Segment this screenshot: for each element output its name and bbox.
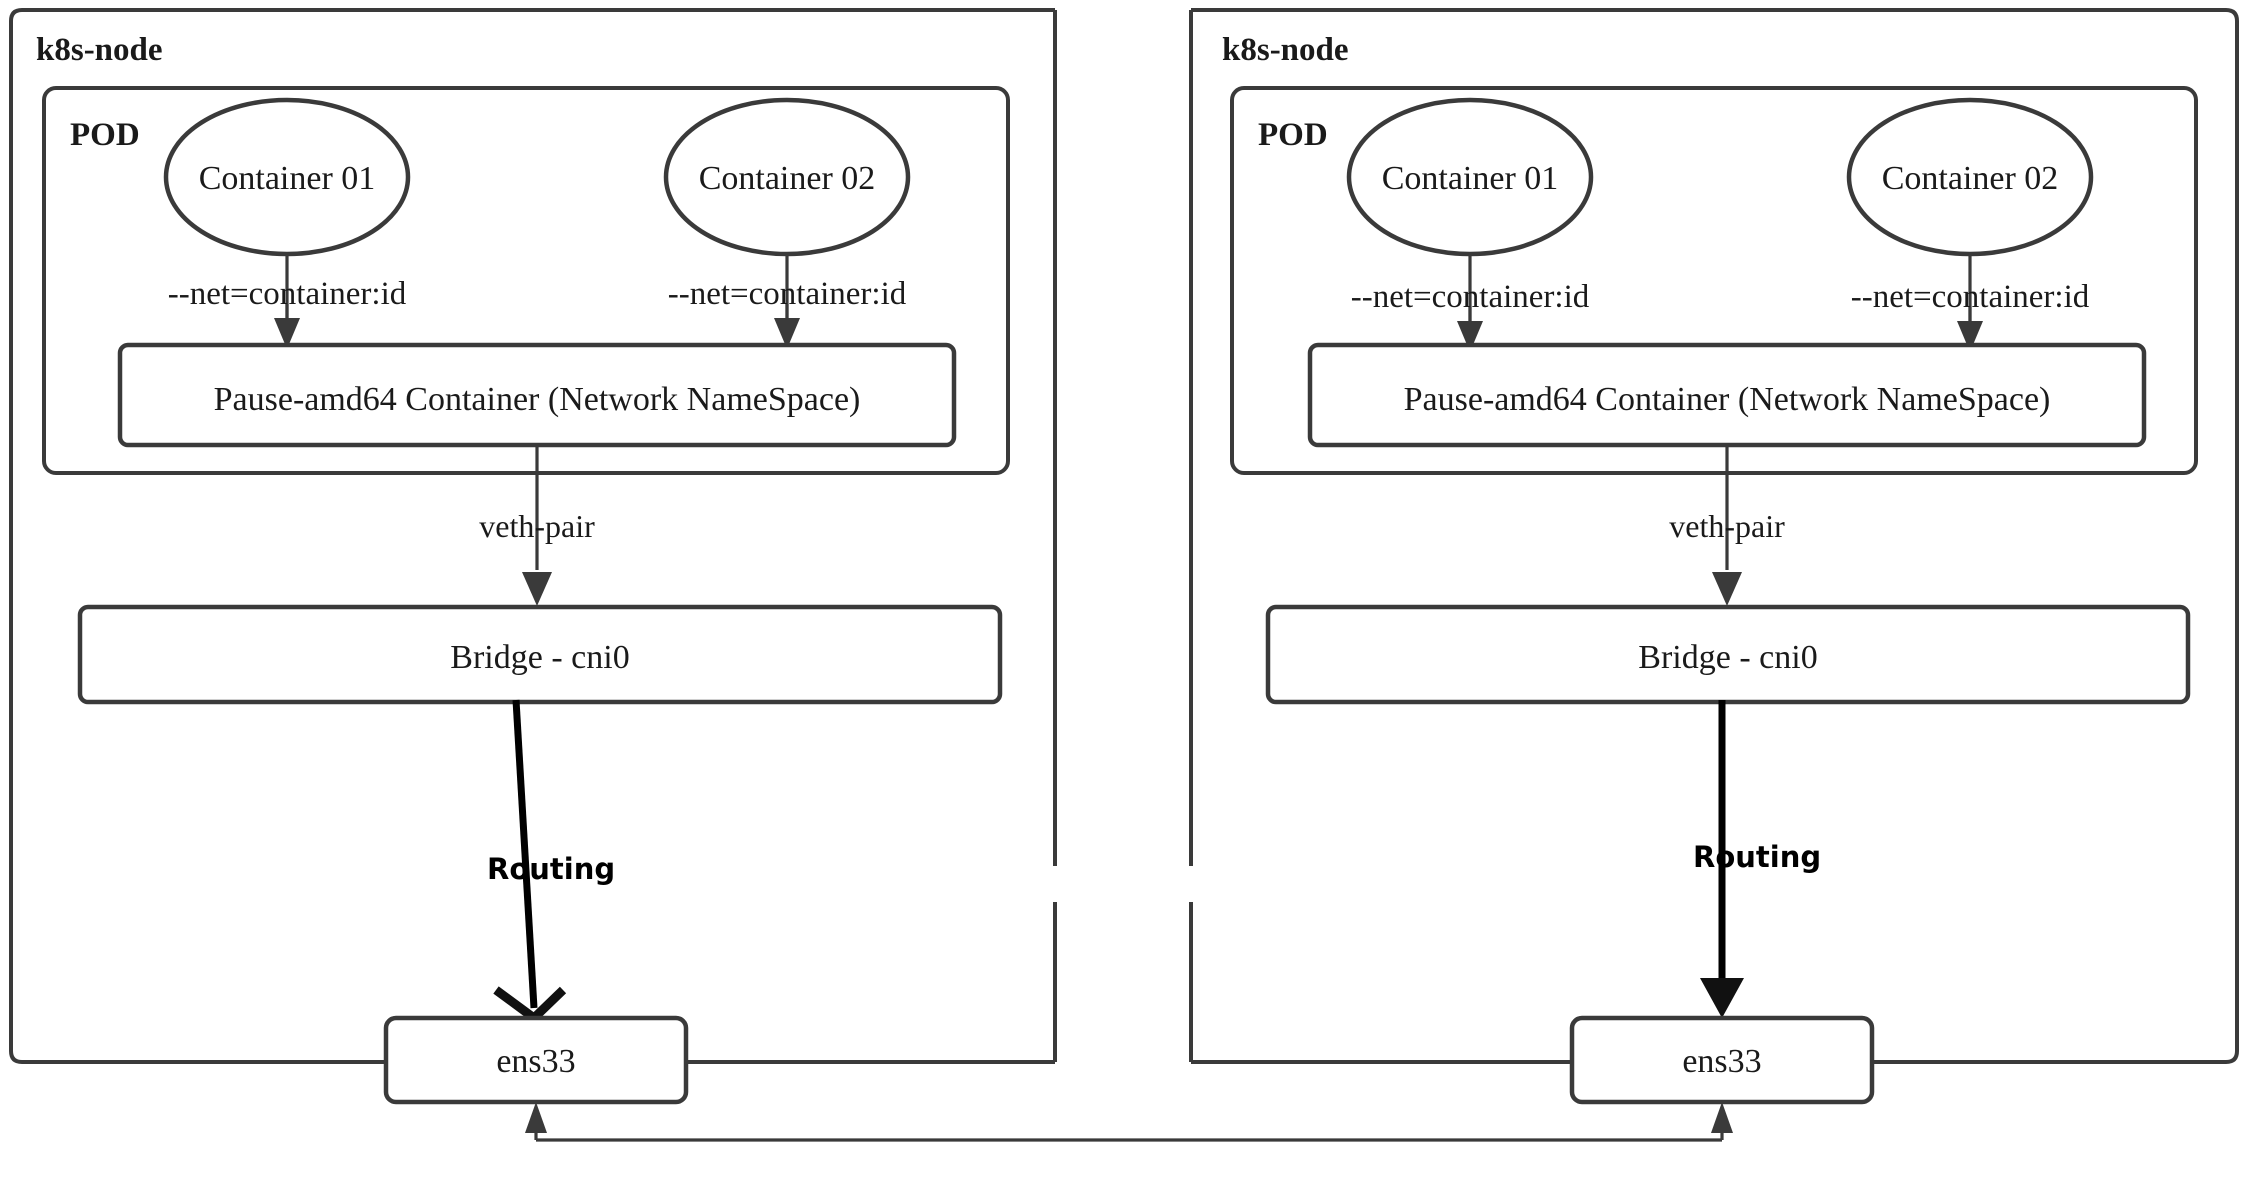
node-right-title: k8s-node <box>1222 32 1349 68</box>
container-01-left-label: Container 01 <box>199 160 376 197</box>
node-right-group: k8s-node POD Container 01 Container 02 -… <box>1189 8 2239 1105</box>
inter-node-link <box>525 1102 1733 1142</box>
inter-node-link-left-arrowhead <box>525 1102 547 1133</box>
container-01-left-arrowhead <box>274 318 300 349</box>
container-01-right-label: Container 01 <box>1382 160 1559 197</box>
pod-left-title: POD <box>70 117 140 153</box>
ens33-left-label: ens33 <box>496 1043 575 1080</box>
routing-left-line <box>512 699 538 1009</box>
routing-right-arrowhead <box>1700 978 1744 1018</box>
veth-pair-right-label: veth-pair <box>1669 508 1785 544</box>
pause-container-right-label: Pause-amd64 Container (Network NameSpace… <box>1404 381 2051 418</box>
container-02-left-arrowhead <box>774 318 800 349</box>
node-left-title: k8s-node <box>36 32 163 68</box>
container-02-right-arrowhead <box>1957 321 1983 352</box>
container-01-right-arrowhead <box>1457 321 1483 352</box>
veth-pair-left-label: veth-pair <box>479 508 595 544</box>
bridge-left-box <box>77 604 1003 705</box>
inter-node-link-right-arrowhead <box>1711 1102 1733 1133</box>
bridge-right-label: Bridge - cni0 <box>1638 639 1817 676</box>
ens33-right-label: ens33 <box>1682 1043 1761 1080</box>
veth-pair-right-arrowhead <box>1712 572 1742 606</box>
node-left-group: k8s-node POD Container 01 Container 02 -… <box>9 8 1057 1105</box>
routing-right-label: Routing <box>1693 840 1821 874</box>
pause-container-left-label: Pause-amd64 Container (Network NameSpace… <box>214 381 861 418</box>
bridge-right-box <box>1265 604 2191 705</box>
pod-right-title: POD <box>1258 117 1328 153</box>
veth-pair-left-arrowhead <box>522 572 552 606</box>
container-02-right-label: Container 02 <box>1882 160 2059 197</box>
bridge-left-label: Bridge - cni0 <box>450 639 629 676</box>
routing-left-label: Routing <box>487 852 615 886</box>
container-02-left-label: Container 02 <box>699 160 876 197</box>
